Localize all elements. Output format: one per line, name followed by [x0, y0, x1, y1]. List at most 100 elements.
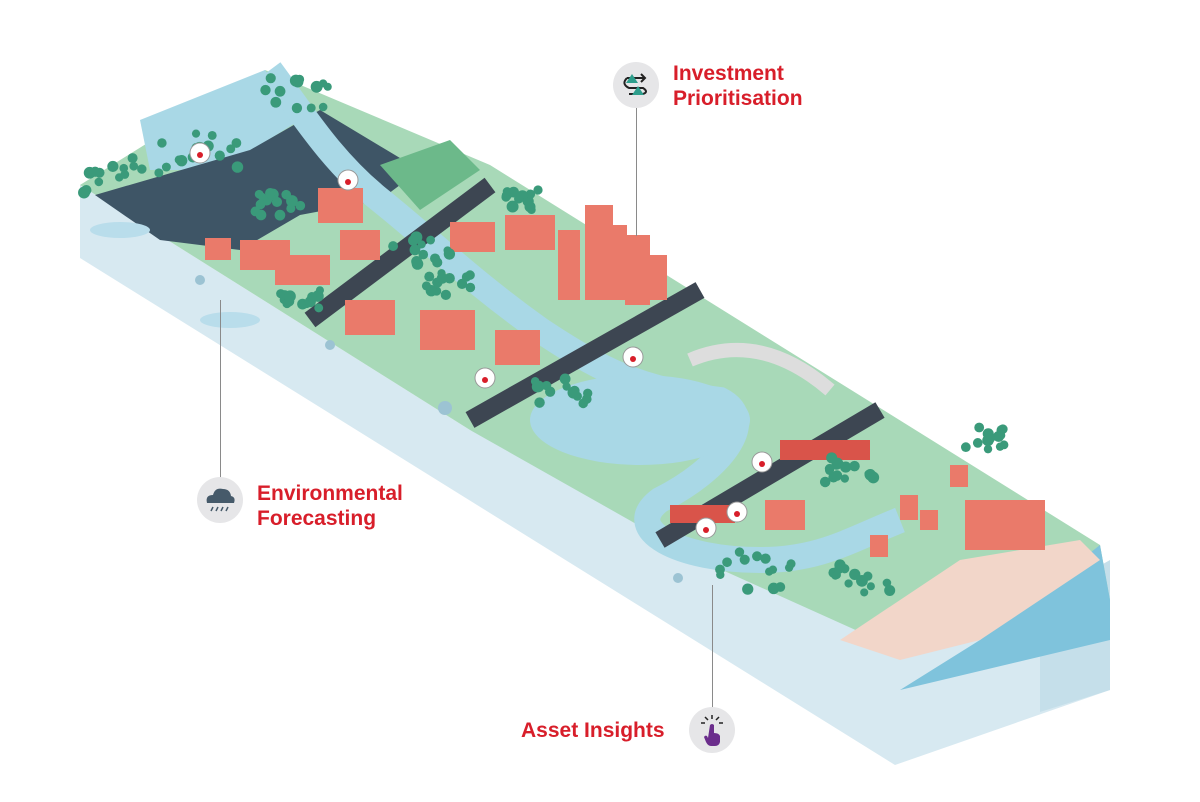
tree — [583, 388, 593, 398]
tree — [231, 138, 242, 148]
tree — [129, 161, 139, 171]
rain-cloud-icon — [206, 488, 235, 512]
trees — [78, 73, 1009, 597]
tree — [502, 187, 512, 196]
environmental-forecasting-label: Environmental Forecasting — [257, 481, 403, 531]
tree — [274, 209, 286, 221]
tree — [265, 73, 276, 84]
tree — [119, 163, 129, 173]
tree — [534, 397, 545, 408]
tree — [388, 241, 399, 252]
tree — [972, 438, 983, 448]
tree — [527, 205, 536, 215]
tree — [295, 200, 306, 211]
tree — [319, 79, 328, 88]
tree — [831, 470, 843, 481]
tree — [860, 588, 869, 597]
investment-prioritisation-label: Investment Prioritisation — [673, 61, 803, 111]
tree — [562, 382, 571, 391]
tree — [786, 559, 796, 569]
tree — [314, 303, 324, 313]
tree — [271, 196, 283, 208]
tree — [569, 385, 580, 396]
investment-prioritisation-icon-circle[interactable] — [613, 62, 659, 108]
road — [304, 177, 496, 328]
label-line: Prioritisation — [673, 87, 803, 110]
tree — [411, 256, 423, 267]
swap-arrows-triangles-icon — [623, 73, 647, 95]
tree — [78, 186, 90, 199]
tree — [882, 578, 892, 588]
tree — [508, 186, 519, 198]
tree — [734, 547, 745, 557]
farm-field — [380, 140, 480, 210]
tree — [506, 200, 519, 213]
tree — [274, 85, 286, 97]
tree — [722, 557, 732, 568]
tree — [760, 553, 771, 564]
sensor-dot — [703, 527, 709, 533]
buildings — [205, 188, 1045, 557]
tree — [840, 474, 850, 483]
tree — [255, 199, 266, 210]
tree — [440, 289, 451, 300]
tree — [523, 197, 532, 206]
tree — [752, 551, 762, 562]
tree — [270, 96, 282, 108]
tree — [960, 442, 971, 453]
sensor-dot — [482, 377, 488, 383]
tree — [983, 444, 993, 454]
tree — [849, 568, 861, 581]
tree — [255, 209, 267, 221]
tree — [426, 235, 436, 245]
tree — [260, 84, 271, 96]
tree — [408, 235, 419, 246]
tree — [832, 570, 841, 580]
tree — [291, 102, 303, 114]
tree — [533, 185, 543, 195]
tree — [231, 161, 244, 173]
sensor-dot — [345, 179, 351, 185]
tree — [294, 75, 304, 85]
tree — [884, 584, 896, 596]
environmental-forecasting-icon-circle[interactable] — [197, 477, 243, 523]
tree — [864, 469, 873, 478]
pointer-hand-click-icon — [701, 715, 723, 746]
bridge — [687, 343, 835, 396]
tree — [443, 246, 452, 255]
tree — [418, 249, 429, 260]
tree — [974, 422, 985, 433]
tree — [768, 565, 778, 574]
label-line: Environmental — [257, 482, 403, 505]
leader-line-investment — [636, 108, 637, 236]
tree — [559, 373, 571, 385]
tree — [286, 203, 296, 214]
tree — [318, 102, 328, 112]
tree — [226, 144, 236, 154]
tree — [409, 244, 421, 256]
sensor-dot — [734, 511, 740, 517]
tree — [90, 166, 101, 177]
tree — [265, 188, 276, 199]
beach — [840, 540, 1100, 660]
tree — [417, 240, 426, 249]
tree — [819, 476, 831, 488]
asset-insights-icon-circle[interactable] — [689, 707, 735, 753]
asset-insights-label: Asset Insights — [521, 719, 665, 742]
tree — [175, 154, 188, 167]
tree — [739, 554, 750, 565]
slab-front-face — [80, 185, 1110, 765]
tree — [307, 292, 317, 302]
tree — [127, 153, 138, 164]
tree — [997, 431, 1006, 440]
tree — [207, 130, 217, 140]
tree — [421, 281, 432, 291]
tree — [545, 386, 556, 397]
tree — [444, 272, 455, 284]
slab-pipes — [195, 275, 683, 583]
tree — [424, 271, 435, 282]
tree — [716, 570, 725, 579]
sensor-dot — [197, 152, 203, 158]
tree — [742, 583, 754, 595]
sensor-dot — [630, 356, 636, 362]
